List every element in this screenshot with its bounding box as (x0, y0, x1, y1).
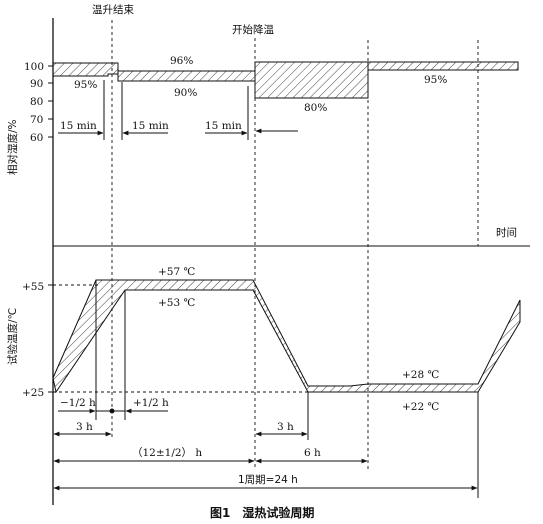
temperature-tick-55: +55 (22, 281, 44, 293)
nominal-end-point (109, 408, 115, 414)
temp-22: +22 ℃ (402, 401, 439, 413)
humidity-tick-90: 90 (30, 78, 43, 90)
humidity-96: 96% (170, 55, 193, 67)
humidity-tick-70: 70 (30, 114, 43, 126)
minus-half-hour: −1/2 h (60, 397, 96, 409)
humidity-axis-label: 相对湿度/% (6, 119, 19, 175)
temperature-axis-label: 试验温度/℃ (6, 308, 19, 365)
temp-53: +53 ℃ (158, 297, 195, 309)
humidity-band-cooling (254, 61, 369, 99)
humidity-tick-100: 100 (24, 61, 44, 73)
duration-15min-c: 15 min (205, 120, 242, 132)
three-hours-right: 3 h (277, 421, 294, 433)
three-hours-left: 3 h (76, 421, 93, 433)
humidity-ticks: 100 90 80 70 60 (24, 61, 53, 144)
temperature-tolerance-band (52, 279, 521, 394)
duration-15min-a: 15 min (60, 120, 97, 132)
humidity-95-left: 95% (74, 79, 97, 91)
humidity-90: 90% (174, 87, 197, 99)
humidity-tick-60: 60 (30, 132, 43, 144)
humidity-band-low-temp (367, 61, 519, 71)
humidity-95-right: 95% (424, 74, 447, 86)
plus-half-hour: +1/2 h (133, 397, 169, 409)
time-label: 时间 (496, 226, 517, 239)
figure-caption: 图1 湿热试验周期 (210, 505, 314, 520)
twelve-hours: （12±1/2） h (132, 447, 202, 459)
start-cooling-label: 开始降温 (232, 23, 274, 36)
temp-28: +28 ℃ (402, 369, 439, 381)
duration-15min-b: 15 min (132, 120, 169, 132)
cycle-24h: 1周期=24 h (238, 474, 298, 486)
temp-57: +57 ℃ (158, 266, 195, 278)
humidity-band-rise (52, 62, 119, 77)
humidity-band-steady (117, 70, 256, 82)
humidity-80: 80% (304, 102, 327, 114)
six-hours: 6 h (304, 447, 321, 459)
temperature-tick-25: +25 (22, 387, 44, 399)
temp-rise-end-label: 温升结束 (92, 3, 134, 16)
humidity-tick-80: 80 (30, 96, 43, 108)
